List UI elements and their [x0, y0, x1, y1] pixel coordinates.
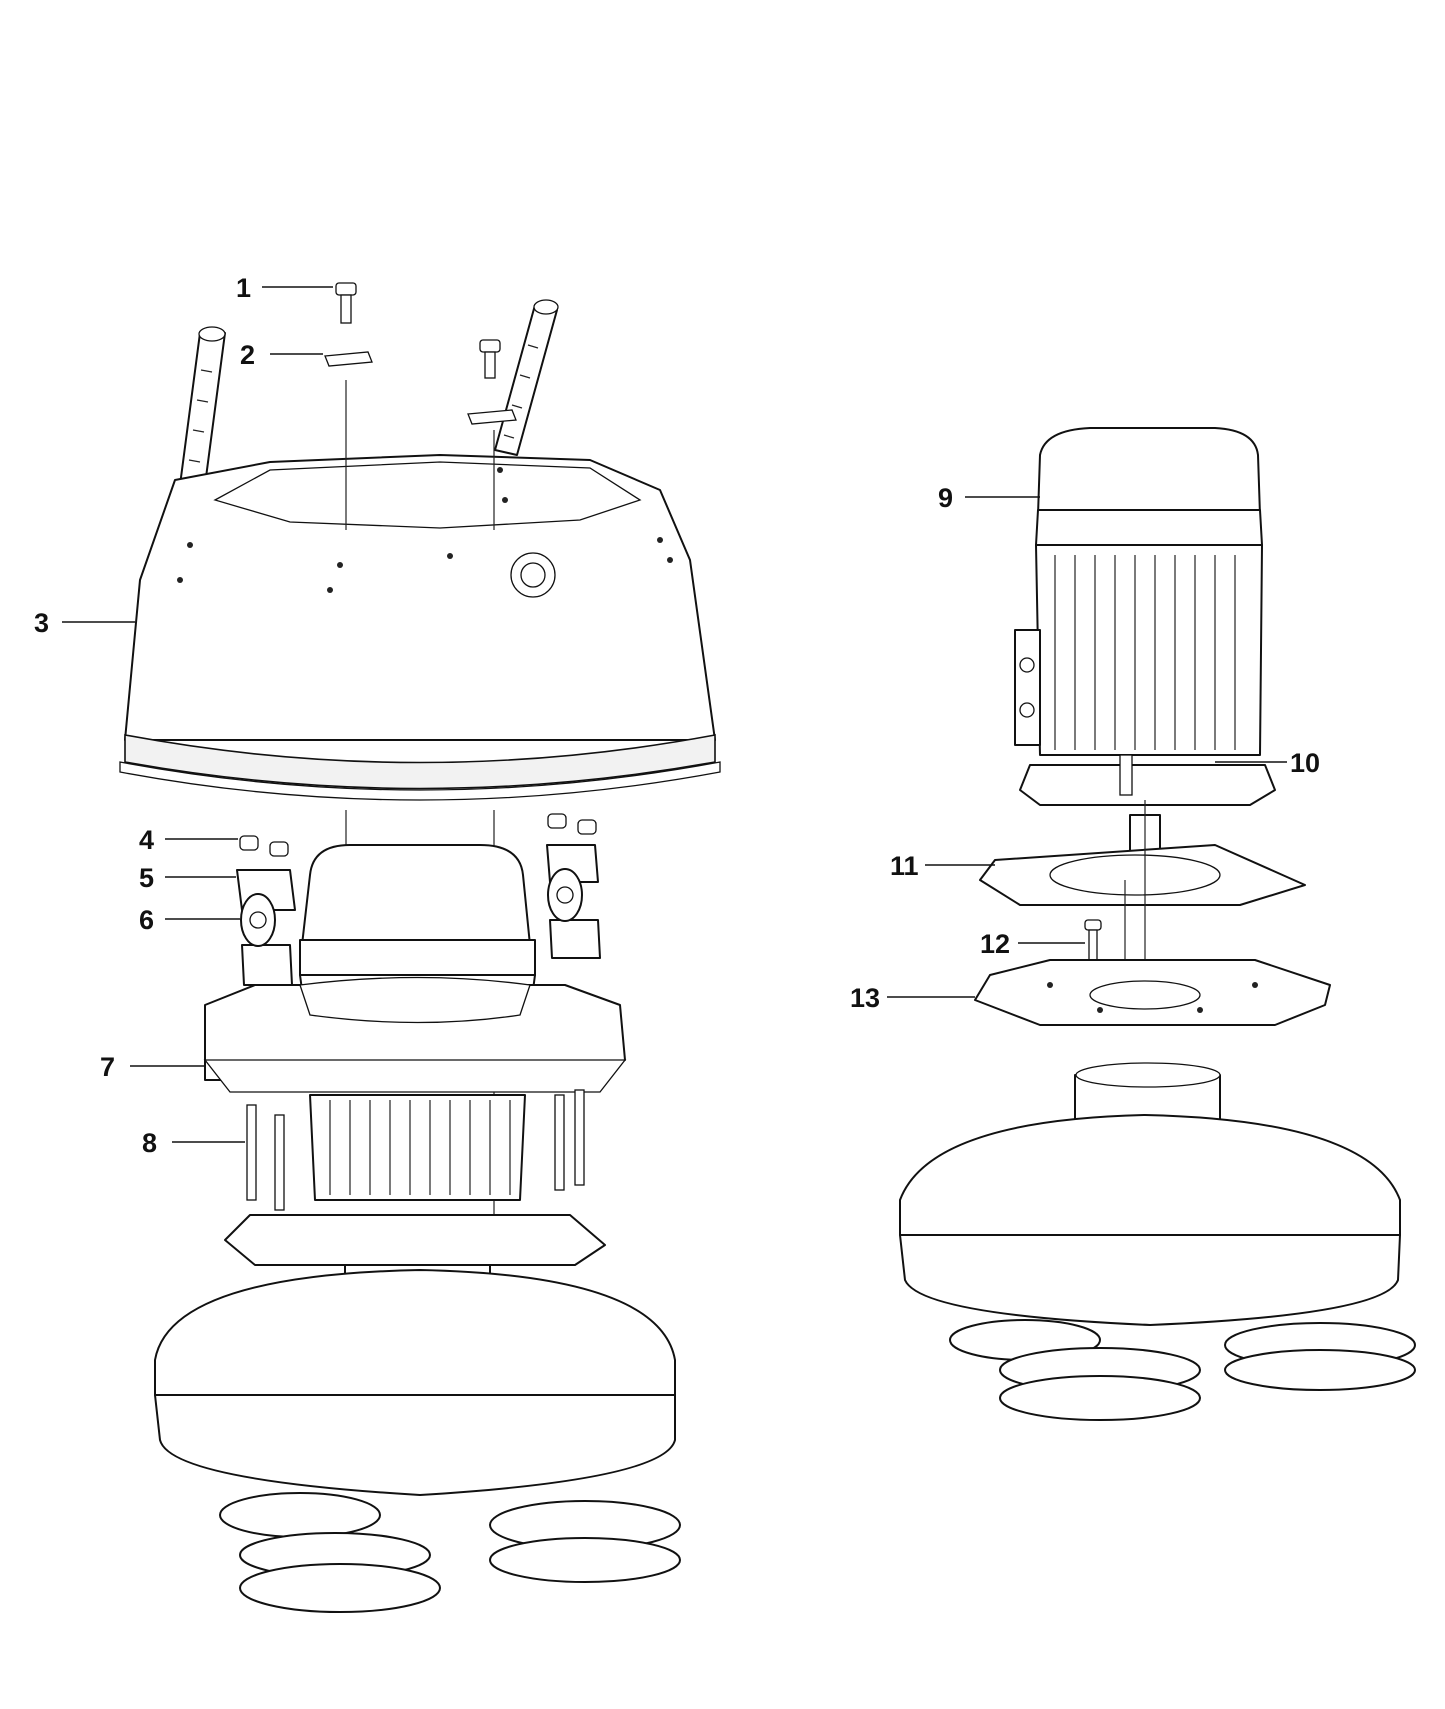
callout-1: 1: [236, 273, 251, 303]
callout-9: 9: [938, 483, 953, 513]
grinding-discs-right: [949, 1319, 1416, 1421]
head-body-left: [154, 1264, 676, 1496]
callout-8: 8: [142, 1128, 157, 1158]
gasket-part-11: [979, 844, 1306, 906]
plate-part-13: [974, 959, 1331, 1026]
bolt-part-12: [1084, 919, 1102, 971]
callout-4: 4: [139, 825, 154, 855]
lower-plate-left: [224, 1214, 606, 1266]
bolt-part-1: [335, 282, 357, 324]
bolts-part-4: [239, 813, 597, 857]
callout-3: 3: [34, 608, 49, 638]
callout-12: 12: [980, 929, 1010, 959]
right-assembly: [887, 427, 1416, 1421]
washer-part-2: [324, 351, 373, 367]
handle-right: [494, 299, 559, 456]
grinding-discs-left: [219, 1492, 681, 1613]
callout-2: 2: [240, 340, 255, 370]
rods-part-8: [246, 1089, 585, 1211]
handle-left: [179, 326, 226, 486]
left-assembly: [62, 282, 721, 1613]
head-body-right: [899, 1062, 1401, 1326]
plate-part-7: [203, 976, 627, 1093]
flange-part-10: [1019, 754, 1276, 806]
bearing-part-6: [240, 868, 583, 947]
callout-13: 13: [850, 983, 880, 1013]
callout-10: 10: [1290, 748, 1320, 778]
callout-6: 6: [139, 905, 154, 935]
callout-7: 7: [100, 1052, 115, 1082]
callout-11: 11: [890, 851, 919, 881]
cover-part-3: [119, 454, 721, 801]
bolt-part-1-right: [467, 339, 517, 425]
motor-lower: [309, 1094, 526, 1201]
motor-part-9: [1014, 427, 1263, 756]
callout-5: 5: [139, 863, 154, 893]
